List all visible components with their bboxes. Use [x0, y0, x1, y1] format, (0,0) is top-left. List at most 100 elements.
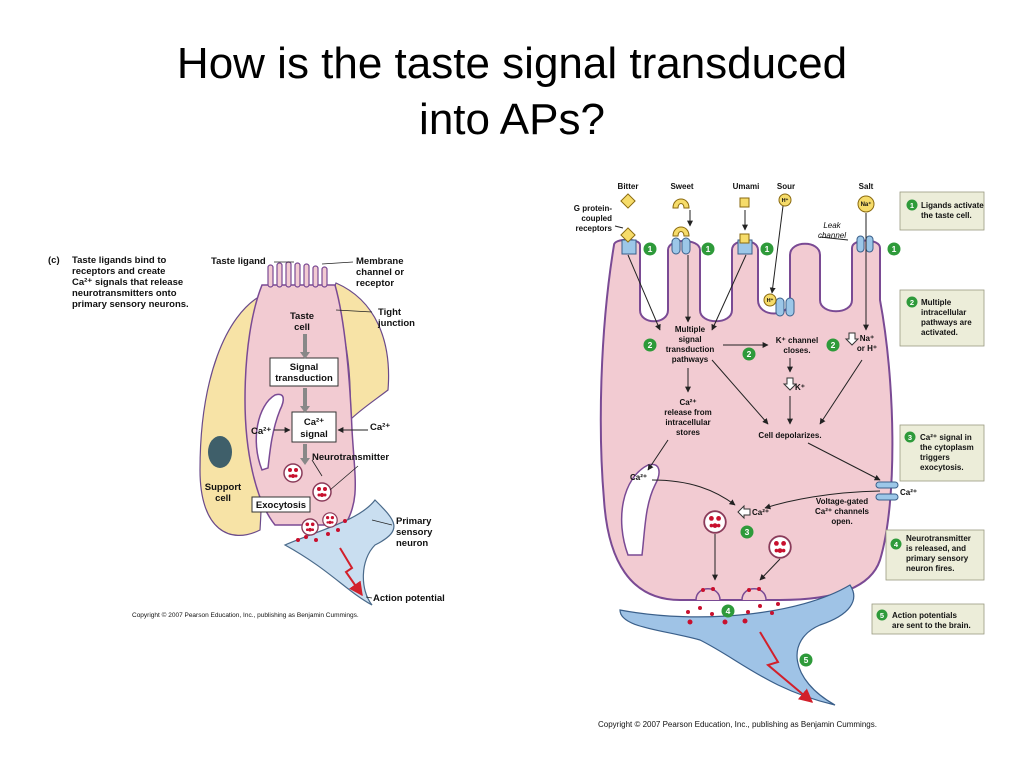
microvilli	[267, 261, 328, 288]
svg-text:4: 4	[894, 540, 899, 549]
svg-text:activated.: activated.	[921, 328, 958, 337]
label-multiple-pathways: transduction	[666, 345, 715, 354]
svg-text:Ca²⁺ signal in: Ca²⁺ signal in	[920, 433, 972, 442]
label-taste-cell: cell	[294, 322, 310, 333]
label-sweet: Sweet	[670, 182, 693, 191]
left-copyright: Copyright © 2007 Pearson Education, Inc.…	[132, 611, 359, 619]
vesicle	[301, 518, 319, 536]
svg-text:2: 2	[831, 340, 836, 350]
label-signal-transduction: Signal	[290, 362, 319, 373]
step-box-2: 2 Multiple intracellular pathways are ac…	[899, 289, 985, 347]
big-sensory-neuron-shape	[619, 584, 855, 706]
label-multiple-pathways: pathways	[672, 355, 709, 364]
label-tight-junction: Tight	[378, 307, 402, 318]
badge-step-1: 1	[701, 242, 715, 256]
label-k-channel-closes: closes.	[783, 346, 810, 355]
label-primary-sensory-neuron: neuron	[396, 538, 428, 549]
label-voltage-gated: Ca²⁺ channels	[815, 507, 870, 516]
svg-text:1: 1	[706, 244, 711, 254]
label-bitter: Bitter	[618, 182, 639, 191]
svg-text:is released, and: is released, and	[906, 544, 966, 553]
label-ca-release: intracellular	[665, 418, 710, 427]
label-multiple-pathways: Multiple	[675, 325, 706, 334]
svg-text:Multiple: Multiple	[921, 298, 952, 307]
label-membrane-channel: receptor	[356, 278, 394, 289]
svg-text:intracellular: intracellular	[921, 308, 966, 317]
label-action-potential: Action potential	[373, 593, 445, 604]
svg-text:Action potentials: Action potentials	[892, 611, 957, 620]
step-box-1: 1 Ligands activate the taste cell.	[899, 191, 985, 231]
label-membrane-channel: channel or	[356, 267, 404, 278]
vesicle	[312, 482, 332, 502]
label-ca-outside: Ca²⁺	[900, 488, 917, 497]
step-box-4: 4 Neurotransmitter is released, and prim…	[885, 529, 985, 581]
step-box-5: 5 Action potentials are sent to the brai…	[871, 603, 985, 635]
label-na-or-h: Na⁺	[860, 334, 874, 343]
badge-step-3: 3	[740, 525, 754, 539]
left-figure: (c) Taste ligands bind to receptors and …	[48, 255, 445, 619]
label-ca-signal: Ca²⁺	[304, 417, 324, 428]
svg-text:1: 1	[765, 244, 770, 254]
label-taste-cell: Taste	[290, 311, 314, 322]
svg-text:neuron fires.: neuron fires.	[906, 564, 954, 573]
caption-line: receptors and create	[72, 266, 165, 277]
label-leak-channel: Leak	[823, 221, 841, 230]
badge-step-1: 1	[887, 242, 901, 256]
svg-text:3: 3	[745, 527, 750, 537]
label-gpcr: G protein-	[574, 204, 613, 213]
badge-step-1: 1	[643, 242, 657, 256]
svg-text:Ligands activate: Ligands activate	[921, 201, 984, 210]
ca-signal-box	[291, 411, 337, 443]
label-na-or-h: or H⁺	[857, 344, 877, 353]
label-support-cell: cell	[215, 493, 231, 504]
svg-text:exocytosis.: exocytosis.	[920, 463, 964, 472]
svg-text:5: 5	[880, 611, 884, 620]
vesicle	[768, 535, 792, 559]
big-action-potential-arrow	[759, 631, 814, 703]
exocytosis-box	[251, 496, 311, 513]
label-primary-sensory-neuron: sensory	[396, 527, 433, 538]
label-taste-ligand: Taste ligand	[211, 256, 266, 267]
label-support-cell: Support	[205, 482, 242, 493]
label-signal-transduction: transduction	[275, 373, 333, 384]
label-leak-channel: channel	[818, 231, 846, 240]
svg-text:1: 1	[648, 244, 653, 254]
label-membrane-channel: Membrane	[356, 256, 404, 267]
support-cell-nucleus	[208, 436, 232, 468]
ligands	[620, 193, 875, 307]
svg-text:triggers: triggers	[920, 453, 950, 462]
slide-title: How is the taste signal transduced into …	[0, 36, 1024, 148]
title-line-1: How is the taste signal transduced	[176, 39, 848, 88]
label-tight-junction: junction	[377, 318, 415, 329]
svg-text:pathways are: pathways are	[921, 318, 972, 327]
caption-line: neurotransmitters onto	[72, 288, 177, 299]
calcium-store-shape	[255, 393, 285, 471]
label-k-channel-closes: K⁺ channel	[776, 336, 818, 345]
label-ca-center: Ca²⁺	[752, 508, 769, 517]
title-line-2: into APs?	[419, 95, 605, 144]
h-ion-label: H⁺	[782, 197, 789, 204]
h-ion-label: H⁺	[767, 297, 774, 304]
released-neurotransmitter	[296, 519, 347, 542]
svg-text:the cytoplasm: the cytoplasm	[920, 443, 974, 452]
label-neurotransmitter: Neurotransmitter	[312, 452, 389, 463]
label-ca-release: Ca²⁺	[679, 398, 696, 407]
caption-line: primary sensory neurons.	[72, 299, 189, 310]
label-k-plus: K⁺	[795, 383, 805, 392]
svg-text:2: 2	[648, 340, 653, 350]
caption-line: Ca²⁺ signals that release	[72, 277, 183, 288]
svg-text:1: 1	[910, 201, 914, 210]
svg-text:Neurotransmitter: Neurotransmitter	[906, 534, 971, 543]
label-gpcr: coupled	[581, 214, 612, 223]
badge-step-1: 1	[760, 242, 774, 256]
right-copyright: Copyright © 2007 Pearson Education, Inc.…	[598, 720, 877, 729]
label-umami: Umami	[733, 182, 760, 191]
label-gpcr: receptors	[576, 224, 613, 233]
vesicle	[283, 463, 303, 483]
svg-text:3: 3	[908, 433, 912, 442]
action-potential-arrow	[339, 547, 363, 597]
vesicle	[703, 510, 727, 534]
badge-step-2: 2	[742, 347, 756, 361]
label-ca-left: Ca²⁺	[251, 426, 271, 437]
label-cell-depolarizes: Cell depolarizes.	[758, 431, 821, 440]
